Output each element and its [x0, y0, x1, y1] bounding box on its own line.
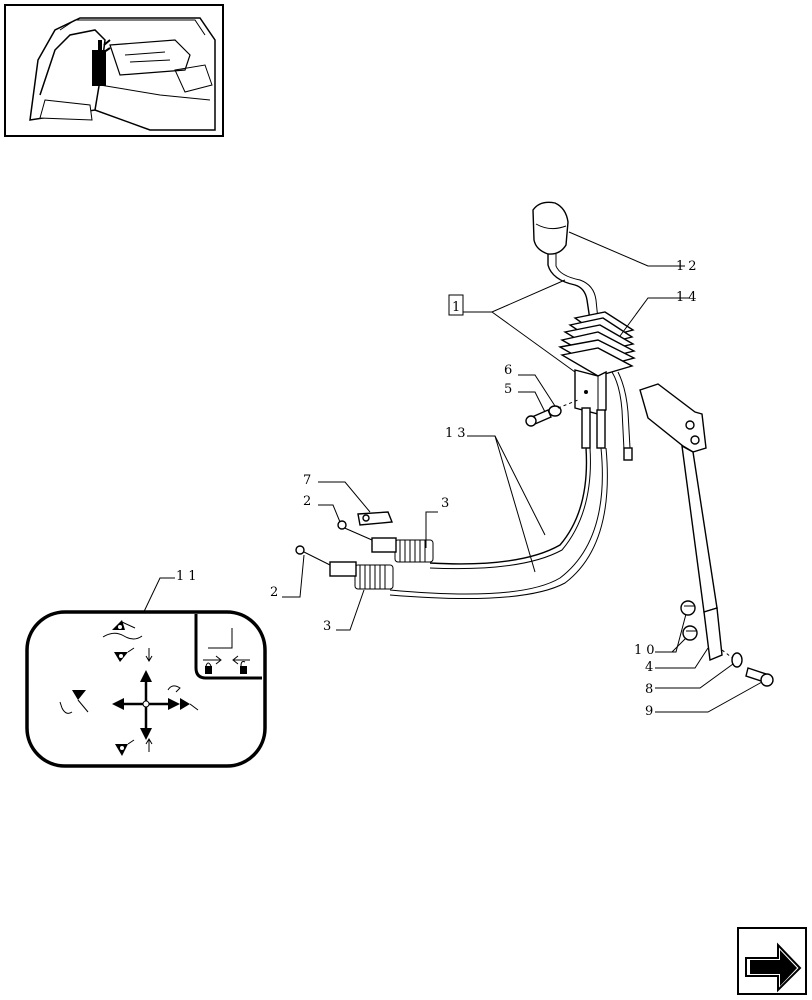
leader-lines: [139, 231, 763, 713]
bolt-washer-lower: [721, 649, 774, 687]
bolt-washer-upper: [525, 399, 579, 427]
callout-12: 12: [676, 259, 701, 274]
joystick-lever: [532, 201, 599, 321]
callout-9: 9: [645, 704, 657, 719]
callout-3-lower: 3: [323, 619, 335, 634]
joystick-boot: [557, 311, 636, 377]
callout-11: 11: [176, 569, 201, 584]
callout-7: 7: [303, 473, 315, 488]
callout-10: 10: [634, 643, 659, 658]
next-page-arrow-icon[interactable]: [737, 927, 807, 995]
callout-5: 5: [504, 382, 516, 397]
callout-3-upper: 3: [441, 496, 453, 511]
callout-8: 8: [645, 682, 657, 697]
control-cables: [389, 447, 608, 600]
mounting-bracket: [639, 383, 723, 662]
locator-thumbnail: [4, 4, 224, 137]
callout-2-lower: 2: [270, 585, 282, 600]
callout-6: 6: [504, 363, 516, 378]
callout-2-upper: 2: [303, 494, 315, 509]
reference-box: [448, 294, 464, 316]
callout-13: 13: [445, 426, 470, 441]
callout-labels: 12 14 1 6 5 13 7 2 3 2 3 11 10 4 8 9: [176, 259, 701, 719]
callout-1: 1: [452, 300, 464, 315]
cable-end-lower: [295, 545, 394, 590]
cable-end-upper: [337, 511, 434, 563]
callout-4: 4: [645, 660, 657, 675]
control-valve-body: [574, 369, 633, 461]
callout-14: 14: [676, 290, 701, 305]
function-decal: [25, 610, 267, 768]
